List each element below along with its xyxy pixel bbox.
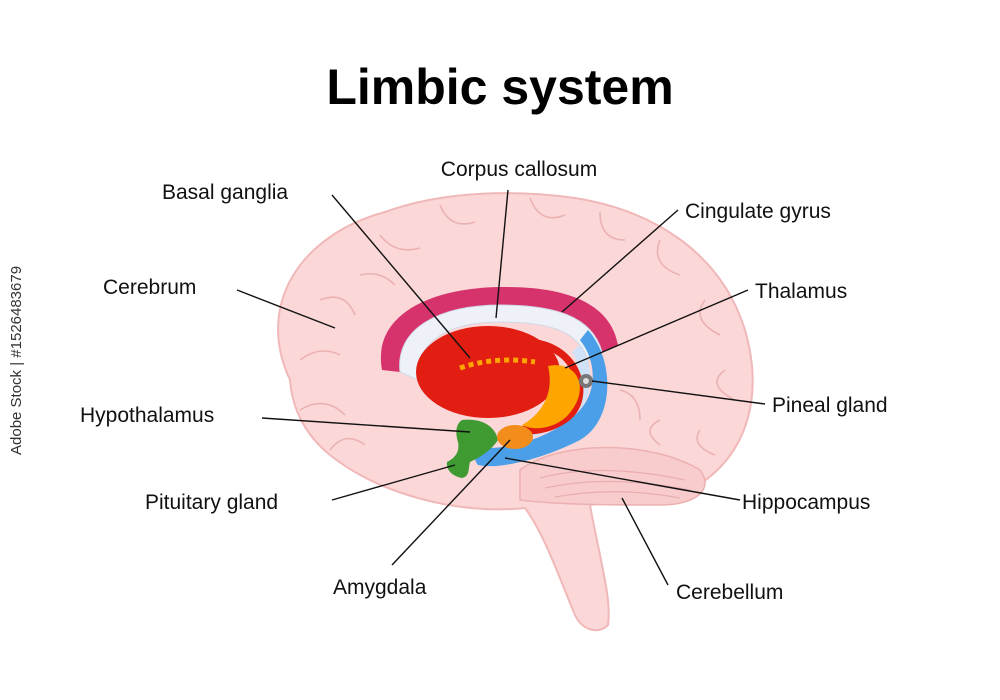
label-pineal-gland: Pineal gland [772, 394, 888, 417]
label-cingulate-gyrus: Cingulate gyrus [685, 200, 831, 223]
leader-hippocampus [504, 457, 741, 501]
leader-cingulate-gyrus [561, 209, 679, 313]
leader-cerebrum [236, 289, 336, 329]
leader-lines [236, 189, 766, 586]
label-thalamus: Thalamus [755, 280, 847, 303]
basal-ganglia-stripes [459, 357, 536, 371]
amygdala [497, 425, 533, 449]
leader-thalamus [564, 289, 749, 369]
label-pituitary-gland: Pituitary gland [145, 491, 278, 514]
label-hippocampus: Hippocampus [742, 491, 870, 514]
stock-watermark: Adobe Stock | #1526483679 [8, 265, 25, 455]
leader-amygdala [391, 439, 511, 566]
leader-hypothalamus [261, 417, 471, 433]
hippocampus [474, 330, 608, 467]
label-corpus-callosum: Corpus callosum [441, 158, 597, 181]
leader-cerebellum [621, 497, 669, 586]
basal-ganglia [416, 326, 560, 418]
brain-sulci [299, 197, 736, 456]
labels: Corpus callosum Basal ganglia Cingulate … [80, 158, 888, 604]
label-hypothalamus: Hypothalamus [80, 404, 214, 427]
label-basal-ganglia: Basal ganglia [162, 181, 288, 204]
leader-pituitary-gland [331, 464, 456, 501]
leader-pineal-gland [591, 380, 766, 405]
label-cerebellum: Cerebellum [676, 581, 783, 604]
label-amygdala: Amygdala [333, 576, 427, 599]
leader-corpus-callosum [495, 189, 509, 319]
hypothalamus [446, 419, 498, 478]
page-title: Limbic system [326, 59, 674, 115]
cerebellum-region [519, 446, 706, 506]
leader-basal-ganglia [331, 194, 471, 359]
thalamus [522, 365, 580, 429]
brain-illustration [277, 192, 754, 632]
cerebellum-folds [539, 469, 691, 499]
pineal-gland-highlight [583, 378, 589, 384]
cingulate-gyrus [380, 286, 618, 372]
label-cerebrum: Cerebrum [103, 276, 196, 299]
